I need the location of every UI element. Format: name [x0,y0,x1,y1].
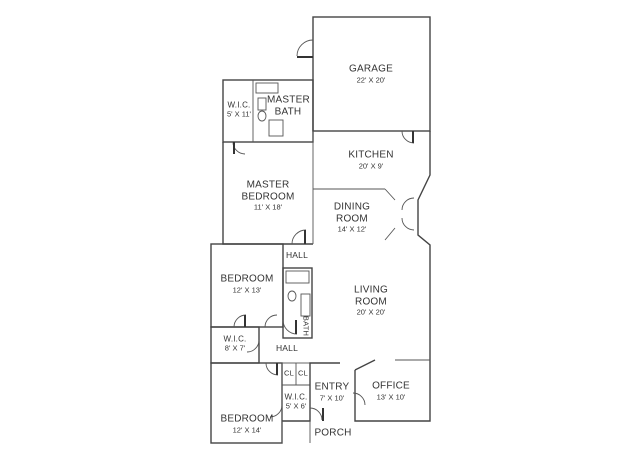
room-office-size: 13' X 10' [376,391,406,401]
door-bedroom-1-hall [264,314,278,328]
room-hall-lower-name: HALL [275,343,299,354]
room-wic-bed2: W.I.C. 5' X 6' [285,393,308,412]
room-bedroom-1-size: 12' X 13' [232,284,262,294]
room-kitchen: KITCHEN 20' X 9' [348,149,393,170]
door-garage [296,39,314,58]
door-office [352,392,366,406]
door-wic-bed1 [246,339,260,353]
room-wic-master-name: W.I.C. [227,100,251,110]
room-entry-size: 7' X 10' [319,392,345,402]
room-entry-name: ENTRY [314,381,350,393]
room-entry: ENTRY 7' X 10' [315,381,350,402]
room-office-name: OFFICE [372,380,410,392]
room-garage-size: 22' X 20' [356,74,386,84]
room-kitchen-size: 20' X 9' [358,160,384,170]
dining-angle-top [384,188,396,201]
door-kitchen [401,130,415,144]
bath-walls [282,267,313,339]
room-master-bedroom-name: MASTER BEDROOM [241,179,295,203]
door-master-bedroom [232,141,246,155]
room-wic-bed1: W.I.C. 8' X 7' [224,335,247,354]
room-kitchen-name: KITCHEN [348,149,394,161]
entry-walls [282,362,340,422]
bath-fixtures [285,270,311,317]
room-living: LIVING ROOM 20' X 20' [348,285,394,318]
room-closet-a: CL [284,368,294,379]
room-master-bedroom-size: 11' X 18' [253,202,283,212]
dining-angle-bottom [384,227,396,241]
room-hall-lower: HALL [275,343,299,354]
door-dining [401,197,415,231]
room-dining-name: DINING ROOM [333,201,371,225]
room-closet-b: CL [298,368,308,379]
room-dining: DINING ROOM 14' X 12' [329,202,375,235]
room-master-bath: MASTER BATH [267,94,310,118]
room-master-bath-name: MASTER BATH [267,94,310,118]
room-porch-name: PORCH [314,427,352,439]
room-living-name: LIVING ROOM [354,284,388,308]
east-outer-wall [417,131,431,370]
room-office: OFFICE 13' X 10' [372,380,410,401]
door-bath [282,319,298,335]
room-hall-upper-name: HALL [285,250,309,261]
room-wic-bed2-size: 5' X 6' [285,401,307,411]
office-walls [354,370,431,422]
room-living-size: 20' X 20' [356,307,386,317]
master-bath-fixtures [255,82,284,137]
door-hall-upper [291,229,307,245]
room-bedroom-2-name: BEDROOM [220,413,274,425]
room-bedroom-2-size: 12' X 14' [232,424,262,434]
master-suite-walls [222,79,314,143]
door-entry [309,407,324,421]
office-angle-wall [354,359,376,371]
room-garage: GARAGE 22' X 20' [349,63,393,84]
room-garage-name: GARAGE [349,63,393,75]
room-closet-b-name: CL [298,368,308,378]
room-wic-bed1-name: W.I.C. [223,334,247,344]
room-porch: PORCH [314,427,351,439]
room-bedroom-1: BEDROOM 12' X 13' [220,273,273,294]
door-wic-bed2 [269,404,283,418]
door-bedroom-1 [233,314,247,328]
room-dining-size: 14' X 12' [337,224,367,234]
room-hall-upper: HALL [285,250,309,261]
garage-walls [312,16,431,132]
room-wic-bed1-size: 8' X 7' [224,343,246,353]
room-bath-name: BATH [301,315,311,337]
room-wic-master: W.I.C. 5' X 11' [227,101,251,120]
room-wic-master-size: 5' X 11' [227,109,251,119]
room-bath: BATH [301,316,310,336]
room-wic-bed2-name: W.I.C. [284,392,308,402]
room-bedroom-1-name: BEDROOM [220,273,274,285]
room-master-bedroom: MASTER BEDROOM 11' X 18' [240,180,296,213]
door-bedroom-2 [265,362,279,376]
room-bedroom-2: BEDROOM 12' X 14' [220,413,273,434]
room-closet-a-name: CL [284,368,294,378]
